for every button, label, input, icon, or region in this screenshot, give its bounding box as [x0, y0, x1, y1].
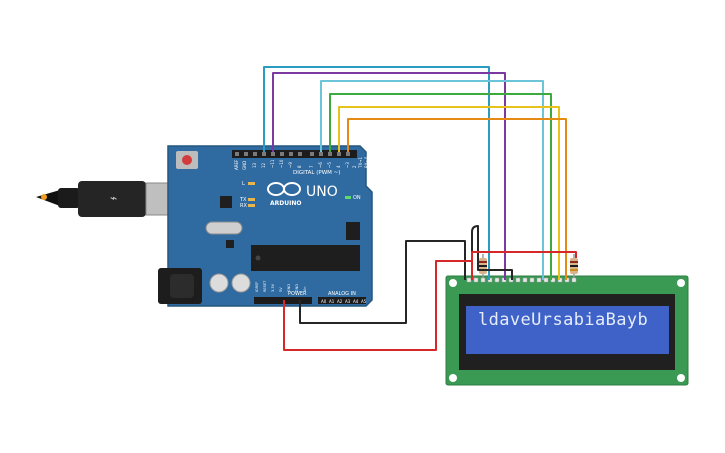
wire-red-5v[interactable]: [283, 260, 473, 351]
wire-black-gnd[interactable]: [299, 240, 466, 324]
pin-label: IOREF: [255, 282, 259, 292]
pin-label: GND: [287, 284, 291, 292]
rx-label: RX: [240, 203, 247, 209]
arduino-board[interactable]: [158, 145, 373, 307]
pin-label: A2: [337, 299, 343, 304]
resistor-right[interactable]: [570, 254, 578, 278]
icsp-header: [346, 222, 360, 240]
pin-label: ~9: [288, 162, 293, 168]
pin-label: ~5: [327, 162, 332, 168]
capacitor-1: [209, 273, 229, 293]
wire-yellow-d3[interactable]: [338, 106, 560, 280]
pin-label: ~3: [345, 162, 350, 168]
pin-label: 12: [261, 162, 266, 168]
pin-label: 13: [252, 162, 257, 168]
lcd-display-text: ldaveUrsabiaBayb: [478, 310, 649, 330]
pin-label: 2: [352, 165, 357, 168]
board-model: UNO: [306, 184, 338, 200]
pin-label: 8: [297, 165, 302, 168]
analog-header: [318, 297, 366, 304]
pin-label: A1: [329, 299, 335, 304]
pin-label: ~10: [279, 159, 284, 168]
digital-pin-labels: 13 12 ~11 ~10 ~9 8 7 ~6 ~5 4 ~3 2 TX→1 R…: [252, 156, 369, 169]
crystal: [205, 221, 243, 235]
board-brand: ARDUINO: [270, 200, 301, 207]
usb-symbol-icon: ⌁: [110, 191, 117, 205]
resistor-left[interactable]: [479, 254, 487, 278]
pin-label: 3.3V: [271, 283, 275, 292]
reset-button-cap[interactable]: [182, 155, 192, 165]
pin-label: GND: [295, 284, 299, 292]
on-label: ON: [353, 195, 361, 201]
wire-red-vcc[interactable]: [471, 251, 577, 261]
analog-label: ANALOG IN: [328, 291, 356, 297]
wire-lightblue-d5[interactable]: [320, 80, 544, 280]
digital-label: DIGITAL (PWM ~): [293, 170, 340, 176]
aref-label: AREF: [234, 159, 239, 170]
l-led: [248, 182, 255, 185]
pin-label: Vin: [303, 286, 307, 292]
pin-label: RESET: [263, 280, 267, 292]
capacitor-2: [231, 273, 251, 293]
power-label: POWER: [288, 291, 307, 297]
lcd-screen: [466, 306, 669, 354]
on-led: [345, 196, 351, 199]
wire-black-jumper[interactable]: [471, 225, 513, 280]
analog-pin-labels: A0 A1 A2 A3 A4 A5: [321, 299, 367, 304]
power-pin-labels: IOREF RESET 3.3V 5V GND GND Vin: [255, 280, 307, 292]
wire-green-d4[interactable]: [329, 93, 552, 280]
pin-label: A5: [361, 299, 367, 304]
pin-label: A4: [353, 299, 359, 304]
gnd-label: GND: [242, 161, 247, 170]
usb-chip: [220, 196, 232, 208]
tx-led: [248, 198, 255, 201]
tx-label: TX: [239, 197, 247, 203]
pin-label: ~6: [318, 162, 323, 168]
pin-label: RX←0: [364, 156, 369, 168]
pin-label: ~11: [270, 159, 275, 168]
arduino-logo-icon: [267, 182, 301, 196]
pin-label: A0: [321, 299, 327, 304]
digital-header: [232, 150, 357, 158]
wire-purple-d11[interactable]: [272, 72, 506, 280]
wire-cyan-d12[interactable]: [263, 66, 490, 280]
usb-plug-icon: [41, 194, 47, 200]
atmega-chip: [251, 245, 360, 271]
rx-led: [248, 204, 255, 207]
pin-label: TX→1: [358, 156, 363, 169]
lcd-module[interactable]: [445, 275, 689, 386]
wire-orange-d2[interactable]: [347, 118, 567, 280]
pin-label: A3: [345, 299, 351, 304]
pin-label: 5V: [279, 287, 283, 292]
pin-label: 7: [309, 165, 314, 168]
usb-cable[interactable]: ⌁: [36, 181, 177, 217]
l-label: L: [242, 181, 245, 187]
pin-label: 4: [336, 165, 341, 168]
